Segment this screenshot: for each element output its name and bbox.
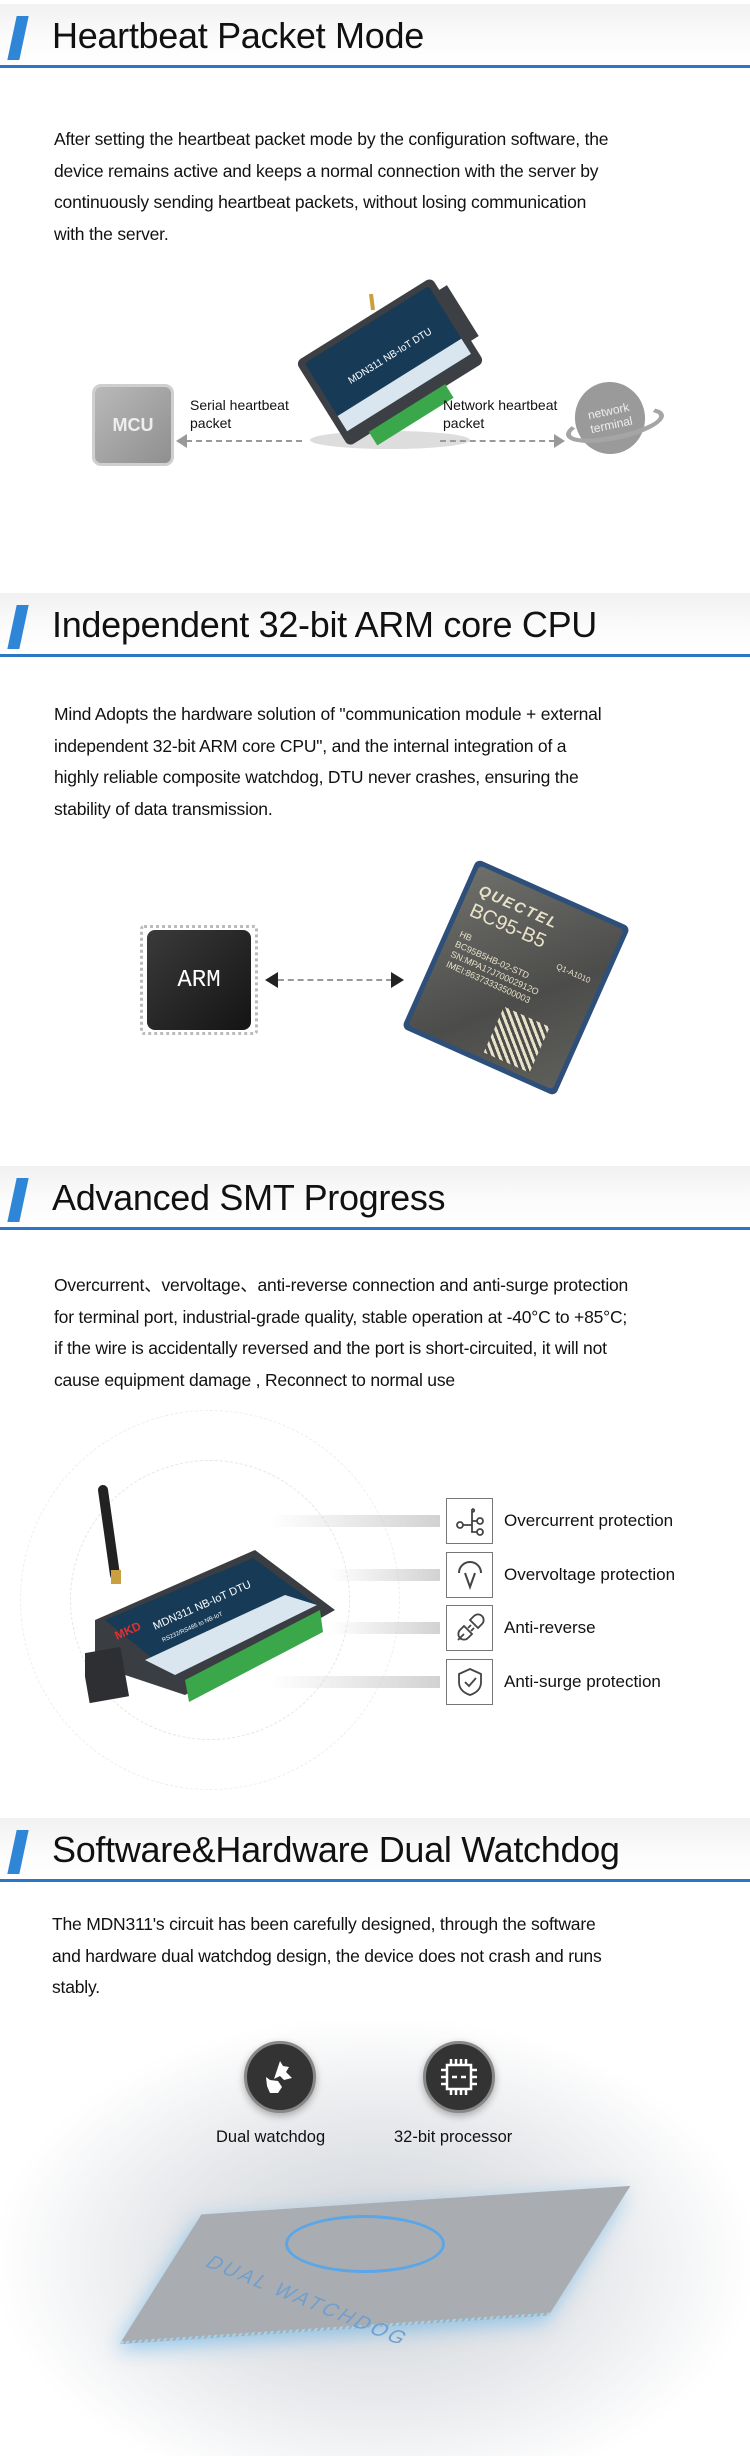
- text-line: device remains active and keeps a normal…: [54, 160, 599, 181]
- text-line: and hardware dual watchdog design, the d…: [52, 1945, 602, 1966]
- voltage-gauge-icon: [446, 1552, 493, 1598]
- section-header-watchdog: Software&Hardware Dual Watchdog: [0, 1818, 750, 1882]
- ripple-decoration: [20, 1410, 400, 1790]
- text-line: After setting the heartbeat packet mode …: [54, 129, 609, 149]
- shield-check-icon: [446, 1659, 493, 1705]
- section-header-arm-cpu: Independent 32-bit ARM core CPU: [0, 593, 750, 657]
- feature-label: Anti-surge protection: [504, 1672, 661, 1691]
- feature-label: Anti-reverse: [504, 1618, 596, 1637]
- arm-chip-pins: [140, 925, 258, 1035]
- section-description: The MDN311's circuit has been carefully …: [52, 1909, 602, 2004]
- arrow-right-icon: [554, 434, 565, 448]
- arm-chip: ARM: [147, 930, 251, 1030]
- feature-connector-strip: [330, 1569, 440, 1581]
- label-line: Network heartbeat: [443, 397, 558, 413]
- text-line: independent 32-bit ARM core CPU", and th…: [54, 735, 567, 756]
- arm-chip-label: ARM: [177, 966, 221, 994]
- header-slash-decoration: [7, 1830, 29, 1874]
- arrow-left-icon: [265, 972, 278, 988]
- processor-icon: [423, 2041, 495, 2113]
- section-description: Mind Adopts the hardware solution of "co…: [54, 699, 602, 825]
- arrow-left-icon: [176, 434, 187, 448]
- dtu-device-image: MDN311 NB-IoT DTU: [297, 279, 483, 449]
- text-line: stability of data transmission.: [54, 798, 273, 819]
- text-line: Mind Adopts the hardware solution of "co…: [54, 704, 602, 724]
- section-description: After setting the heartbeat packet mode …: [54, 124, 608, 250]
- network-heartbeat-label: Network heartbeat packet: [443, 396, 557, 432]
- text-line: continuously sending heartbeat packets, …: [54, 192, 587, 212]
- arrow-right-icon: [391, 972, 404, 988]
- section-title: Software&Hardware Dual Watchdog: [52, 1829, 620, 1870]
- text-line: highly reliable composite watchdog, DTU …: [54, 767, 579, 787]
- header-slash-decoration: [7, 605, 29, 649]
- processor-label: 32-bit processor: [394, 2128, 513, 2146]
- text-line: for terminal port, industrial-grade qual…: [54, 1306, 628, 1327]
- text-line: The MDN311's circuit has been carefully …: [52, 1914, 596, 1934]
- quectel-module: QUECTEL BC95-B5 Q1-A1010 HB BC95B5HB-02-…: [401, 858, 631, 1097]
- feature-connector-strip: [330, 1622, 440, 1634]
- text-line: cause equipment damage , Reconnect to no…: [54, 1369, 455, 1390]
- feature-connector-strip: [270, 1676, 440, 1688]
- label-line: Serial heartbeat: [190, 397, 289, 413]
- dogs-icon: [244, 2041, 316, 2113]
- feature-label: Overvoltage protection: [504, 1565, 676, 1584]
- network-arrow-line: [440, 440, 555, 442]
- mcu-label: MCU: [112, 414, 154, 435]
- serial-arrow-line: [186, 440, 302, 442]
- label-line: packet: [443, 415, 485, 431]
- text-line: Overcurrent、vervoltage、anti-reverse conn…: [54, 1275, 629, 1295]
- circuit-branch-icon: [446, 1498, 493, 1544]
- text-line: with the server.: [54, 223, 169, 244]
- section-title: Independent 32-bit ARM core CPU: [52, 604, 598, 645]
- dual-watchdog-label: Dual watchdog: [216, 2128, 326, 2146]
- chip-dogs-emblem: [285, 2215, 445, 2273]
- feature-connector-strip: [270, 1515, 440, 1527]
- dtu-device-image: MKD MDN311 NB-IoT DTU RS232/RS485 to NB-…: [85, 1485, 335, 1704]
- section-header-smt: Advanced SMT Progress: [0, 1166, 750, 1230]
- qr-code-icon: [483, 1006, 550, 1073]
- mcu-chip: MCU: [95, 387, 171, 463]
- section-header-heartbeat: Heartbeat Packet Mode: [0, 4, 750, 68]
- section-description: Overcurrent、vervoltage、anti-reverse conn…: [54, 1270, 628, 1396]
- section-title: Advanced SMT Progress: [52, 1177, 446, 1218]
- serial-heartbeat-label: Serial heartbeat packet: [190, 396, 289, 432]
- text-line: if the wire is accidentally reversed and…: [54, 1338, 607, 1358]
- plug-icon: [446, 1605, 493, 1651]
- feature-label: Overcurrent protection: [504, 1511, 674, 1530]
- section-title: Heartbeat Packet Mode: [52, 15, 424, 56]
- bidirectional-arrow-line: [278, 979, 392, 981]
- header-slash-decoration: [7, 16, 29, 60]
- label-line: packet: [190, 415, 232, 431]
- ripple-decoration: [70, 1460, 350, 1740]
- text-line: stably.: [52, 1977, 100, 1997]
- header-slash-decoration: [7, 1178, 29, 1222]
